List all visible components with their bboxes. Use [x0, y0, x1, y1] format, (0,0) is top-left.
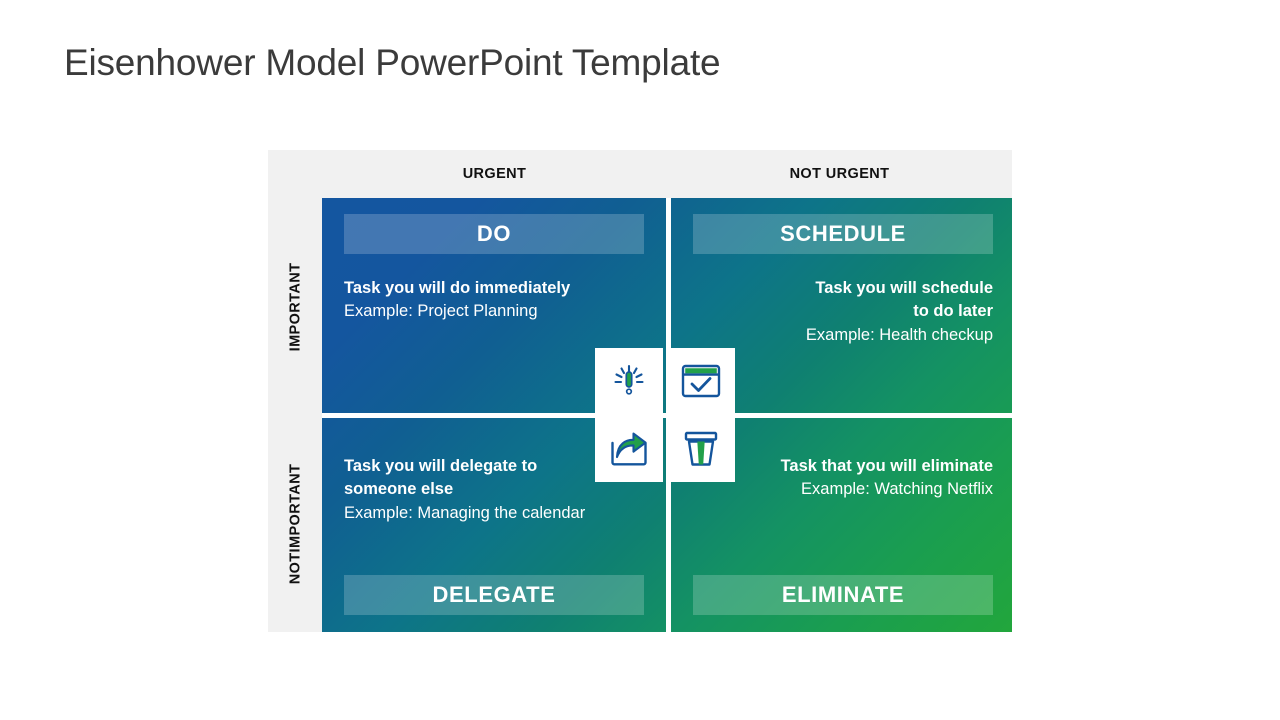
quadrant-schedule-task-line2: to do later [913, 302, 993, 321]
quadrant-delegate-body: Task you will delegate to someone else E… [344, 456, 644, 524]
quadrant-do-example: Example: Project Planning [344, 302, 538, 321]
calendar-check-icon [681, 364, 721, 398]
quadrant-delegate-task-line1: Task you will delegate to [344, 457, 538, 475]
quadrant-schedule-task-line1: Task you will schedule [815, 279, 993, 297]
quadrant-delegate-title: DELEGATE [432, 582, 556, 607]
quadrant-eliminate-task: Task that you will eliminate [780, 457, 993, 475]
quadrant-delegate-example: Example: Managing the calendar [344, 503, 586, 522]
share-forward-icon [609, 431, 649, 467]
row-header-important: IMPORTANT [268, 198, 322, 415]
row-header-not-important: NOTIMPORTANT [268, 415, 322, 632]
quadrant-schedule-body: Task you will schedule to do later Examp… [693, 278, 993, 346]
row-header-not-important-label: NOTIMPORTANT [287, 463, 303, 584]
quadrant-eliminate-title: ELIMINATE [781, 582, 905, 607]
icon-tile-delegate[interactable] [595, 416, 663, 482]
column-header-urgent: URGENT [462, 166, 527, 182]
quadrant-do-body: Task you will do immediately Example: Pr… [344, 278, 644, 323]
row-header-important-label: IMPORTANT [287, 262, 303, 351]
quadrant-delegate-task-line2: someone else [344, 480, 454, 499]
icon-tile-do[interactable] [595, 348, 663, 414]
row-header-column: IMPORTANT NOTIMPORTANT [268, 198, 322, 632]
quadrant-schedule[interactable]: SCHEDULE Task you will schedule to do la… [671, 198, 1015, 413]
icon-tile-eliminate[interactable] [667, 416, 735, 482]
icon-tile-schedule[interactable] [667, 348, 735, 414]
quadrant-schedule-example: Example: Health checkup [805, 325, 993, 344]
quadrant-grid: DO Task you will do immediately Example:… [322, 198, 1012, 632]
quadrant-eliminate[interactable]: Task that you will eliminate Example: Wa… [671, 418, 1015, 633]
quadrant-do-title: DO [476, 221, 512, 246]
quadrant-do-task: Task you will do immediately [344, 279, 571, 297]
trash-bin-icon [683, 430, 719, 468]
center-icon-cluster [595, 348, 735, 484]
eisenhower-matrix: URGENT NOT URGENT IMPORTANT NOTIMPORTANT… [268, 150, 1012, 632]
horizontal-divider [322, 413, 1012, 418]
page-title: Eisenhower Model PowerPoint Template [64, 42, 721, 83]
quadrant-delegate-title-bar: DELEGATE [344, 575, 644, 615]
quadrant-schedule-title-bar: SCHEDULE [693, 214, 993, 254]
quadrant-eliminate-body: Task that you will eliminate Example: Wa… [693, 456, 993, 501]
quadrant-eliminate-example: Example: Watching Netflix [801, 480, 993, 499]
column-header-not-urgent: NOT URGENT [789, 166, 890, 182]
column-header-row: URGENT NOT URGENT [322, 150, 1012, 198]
quadrant-do[interactable]: DO Task you will do immediately Example:… [322, 198, 666, 413]
quadrant-do-title-bar: DO [344, 214, 644, 254]
quadrant-delegate[interactable]: Task you will delegate to someone else E… [322, 418, 666, 633]
quadrant-schedule-title: SCHEDULE [780, 221, 906, 246]
quadrant-eliminate-title-bar: ELIMINATE [693, 575, 993, 615]
exclamation-alert-icon [610, 362, 648, 400]
